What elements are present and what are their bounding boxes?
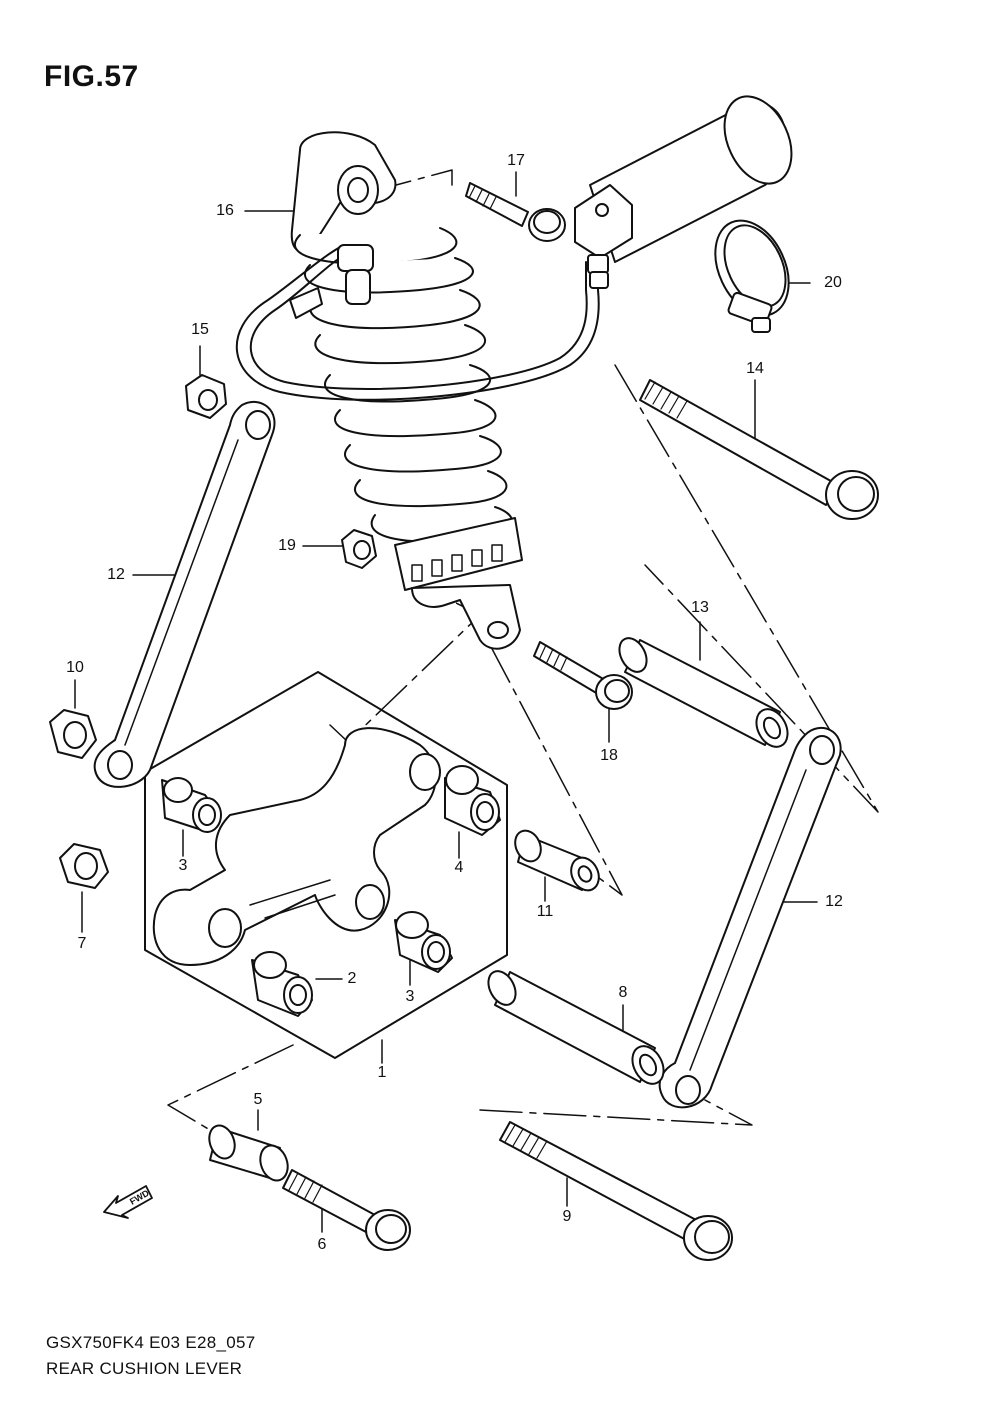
bolt-17: [466, 183, 565, 241]
link-rod-12-right: [660, 728, 841, 1107]
nut-10: [50, 710, 96, 758]
spacer-5: [205, 1122, 292, 1184]
callout-17: 17: [507, 152, 525, 169]
diagram-description: REAR CUSHION LEVER: [46, 1359, 243, 1378]
callout-2: 2: [347, 970, 357, 987]
callout-6: 6: [317, 1236, 327, 1253]
callout-20: 20: [824, 274, 842, 291]
callout-8: 8: [618, 984, 628, 1001]
rear-shock-absorber: [237, 86, 805, 649]
callout-5: 5: [253, 1091, 263, 1108]
fwd-arrow-icon: [104, 1186, 152, 1218]
lever-box-outline: [145, 672, 507, 1058]
callout-1: 1: [377, 1064, 387, 1081]
bushing-2: [252, 952, 312, 1016]
callout-16: 16: [216, 202, 234, 219]
cushion-lever-1: [154, 728, 440, 965]
bushing-13: [614, 633, 794, 752]
bushing-3-lower: [395, 912, 452, 972]
diagram-code: GSX750FK4 E03 E28_057: [46, 1333, 256, 1352]
callout-12-right: 12: [825, 893, 843, 910]
link-rod-12-left: [95, 402, 275, 787]
bushing-3-upper: [162, 778, 221, 832]
callout-12-left: 12: [107, 566, 125, 583]
hose-clamp-20: [701, 209, 803, 332]
callout-7: 7: [77, 935, 87, 952]
bolt-14: [640, 380, 878, 519]
leader-lines: [75, 172, 817, 1232]
figure-title: FIG.57: [44, 60, 139, 93]
callout-4: 4: [454, 859, 464, 876]
callout-13: 13: [691, 599, 709, 616]
bolt-9: [500, 1122, 732, 1260]
callout-19: 19: [278, 537, 296, 554]
nut-7: [60, 844, 108, 888]
callout-14: 14: [746, 360, 764, 377]
callout-18: 18: [600, 747, 618, 764]
callout-3-lower: 3: [405, 988, 415, 1005]
nut-15: [186, 375, 226, 418]
nut-19: [342, 530, 376, 568]
callout-9: 9: [562, 1208, 572, 1225]
bolt-18: [534, 642, 632, 709]
bolt-6: [283, 1170, 410, 1250]
bushing-11: [510, 826, 604, 894]
bushing-4: [445, 766, 500, 835]
assembly-lines: [168, 170, 878, 1130]
callout-15: 15: [191, 321, 209, 338]
callout-3-upper: 3: [178, 857, 188, 874]
callout-11: 11: [536, 903, 554, 920]
bushing-8: [483, 966, 670, 1089]
callout-10: 10: [66, 659, 84, 676]
